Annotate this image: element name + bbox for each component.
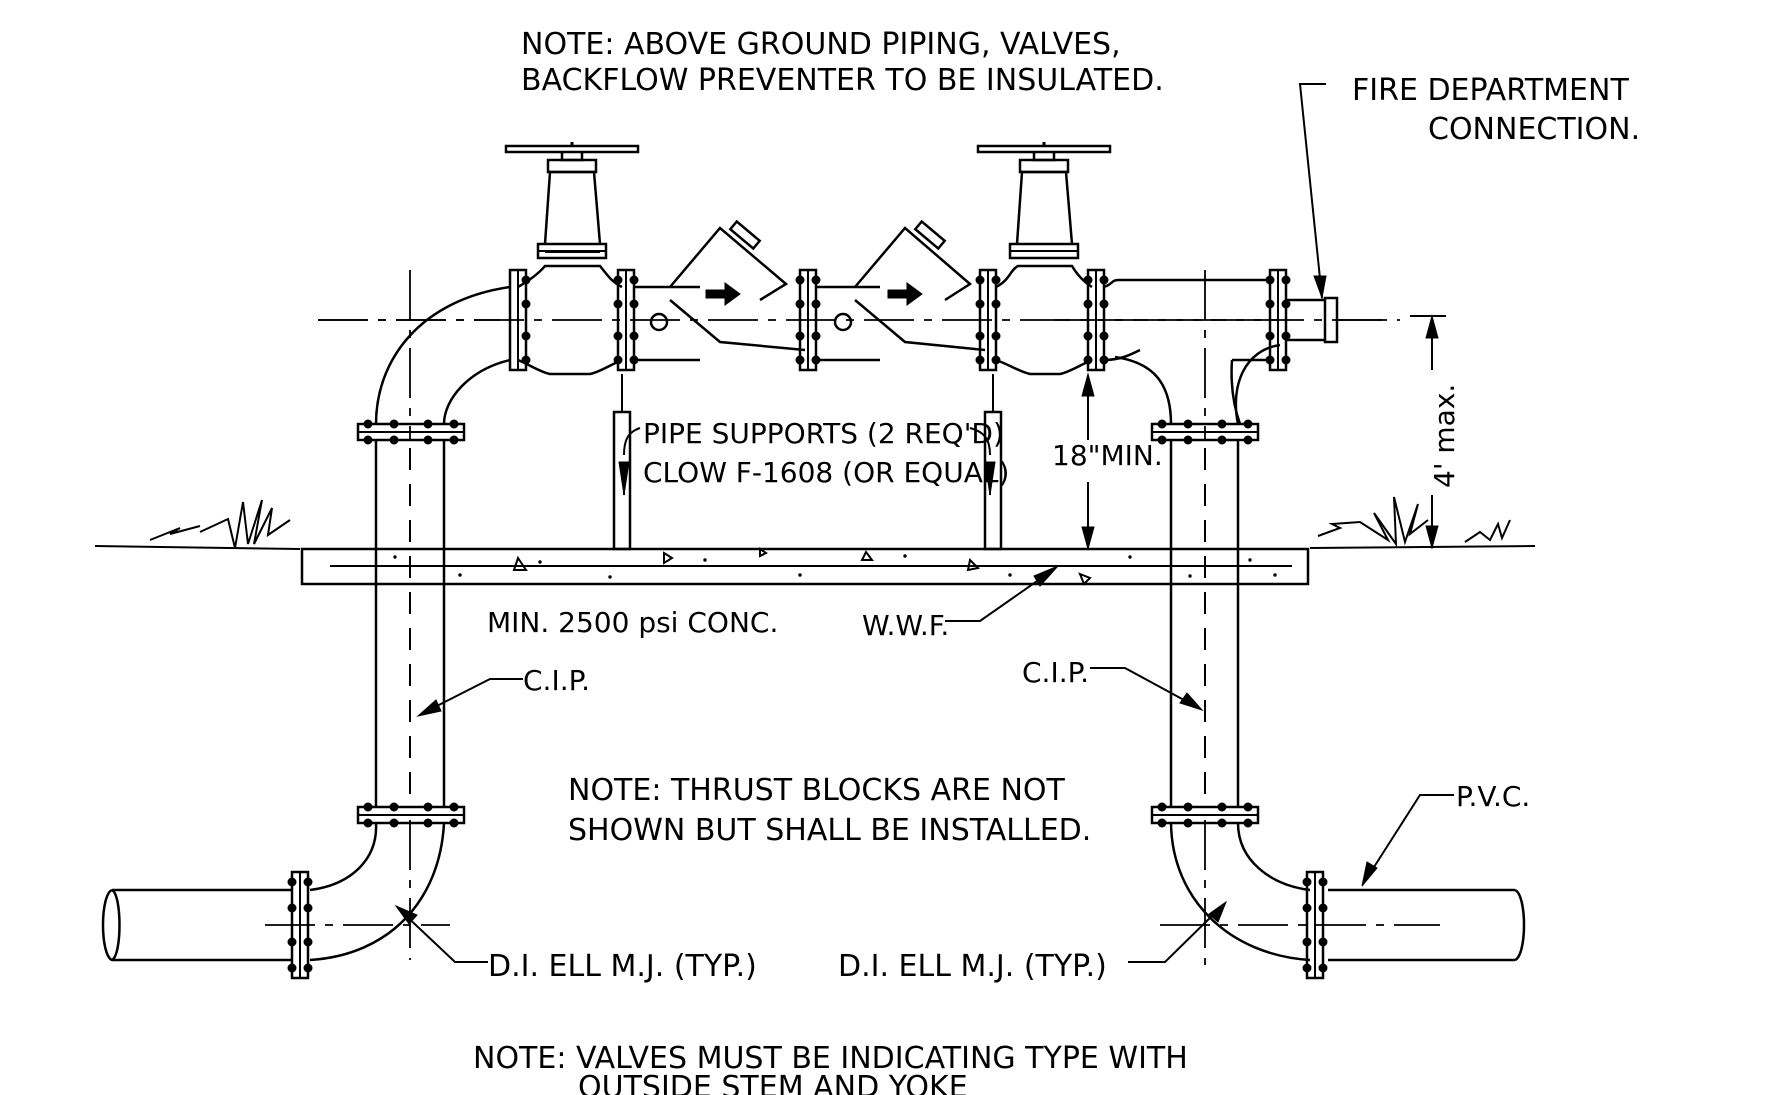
valves-note-line2: OUTSIDE STEM AND YOKE xyxy=(578,1070,968,1095)
fdc-flange xyxy=(1265,268,1291,372)
left-valve-inlet-flange xyxy=(508,268,531,372)
supports-leader-right xyxy=(969,427,996,496)
grass-tuft-right xyxy=(1317,496,1511,548)
right-gate-valve xyxy=(975,142,1112,376)
check-valve-2 xyxy=(816,219,986,362)
ell-right-label: D.I. ELL M.J. (TYP.) xyxy=(838,949,1107,984)
left-riser-bottom-flange xyxy=(356,802,466,828)
cip-right-leader xyxy=(1090,667,1204,712)
fdc-leader xyxy=(1298,83,1327,300)
fire-department-connection xyxy=(1286,296,1400,344)
left-top-elbow xyxy=(318,285,511,425)
supports-label-line1: PIPE SUPPORTS (2 REQ'D) xyxy=(643,417,1004,450)
right-bottom-elbow xyxy=(1169,822,1311,962)
mid-flange xyxy=(795,268,821,372)
supports-label-line2: CLOW F-1608 (OR EQUAL) xyxy=(643,456,1009,489)
wwf-leader xyxy=(945,565,1059,622)
ell-left-label: D.I. ELL M.J. (TYP.) xyxy=(488,949,757,984)
height-max-dimension xyxy=(1410,314,1446,550)
ground-line xyxy=(94,545,1536,550)
right-horizontal-flange xyxy=(1302,870,1328,980)
cip-left-label: C.I.P. xyxy=(523,664,590,697)
tee-to-fdc xyxy=(1103,278,1270,425)
thrust-note-line1: NOTE: THRUST BLOCKS ARE NOT xyxy=(568,773,1066,808)
cip-left-leader xyxy=(416,678,523,717)
fdc-label-line1: FIRE DEPARTMENT xyxy=(1352,73,1629,108)
height-max-label: 4' max. xyxy=(1428,384,1461,488)
ell-left-leader xyxy=(394,904,488,963)
fdc-label-line2: CONNECTION. xyxy=(1428,112,1640,147)
left-gate-valve xyxy=(504,142,640,376)
pvc-leader xyxy=(1361,794,1454,887)
thrust-note-line2: SHOWN BUT SHALL BE INSTALLED. xyxy=(568,813,1091,848)
pipe-support-left xyxy=(612,374,632,551)
left-valve-outlet-flange xyxy=(613,268,639,372)
grass-tuft-left xyxy=(149,499,291,549)
wwf-label: W.W.F. xyxy=(862,609,949,642)
ell-right-leader xyxy=(1128,900,1228,963)
valves-note-line1: NOTE: VALVES MUST BE INDICATING TYPE WIT… xyxy=(473,1041,1188,1076)
pvc-label: P.V.C. xyxy=(1456,780,1530,813)
cip-right-label: C.I.P. xyxy=(1022,656,1089,689)
concrete-aggregate xyxy=(393,547,1277,586)
left-riser-top-flange xyxy=(356,419,466,445)
right-valve-outlet-flange xyxy=(1083,268,1109,372)
right-riser-pipe xyxy=(1169,270,1240,965)
check-valve-1 xyxy=(634,219,806,362)
left-bottom-elbow xyxy=(309,822,446,962)
supports-leader-left xyxy=(618,427,641,496)
concrete-label: MIN. 2500 psi CONC. xyxy=(487,606,778,639)
left-pvc-pipe xyxy=(101,888,450,962)
insulation-note-line1: NOTE: ABOVE GROUND PIPING, VALVES, xyxy=(521,27,1121,62)
right-riser-bottom-flange xyxy=(1150,802,1260,828)
clearance-label: 18"MIN. xyxy=(1052,439,1163,472)
right-pvc-pipe xyxy=(1160,888,1526,962)
left-riser-pipe xyxy=(374,270,446,960)
insulation-note-line2: BACKFLOW PREVENTER TO BE INSULATED. xyxy=(521,63,1164,98)
left-horizontal-flange xyxy=(287,870,313,980)
right-riser-top-flange xyxy=(1150,419,1260,445)
pipe-support-right xyxy=(983,374,1003,551)
concrete-slab xyxy=(300,547,1310,586)
clearance-dimension xyxy=(1081,372,1095,551)
